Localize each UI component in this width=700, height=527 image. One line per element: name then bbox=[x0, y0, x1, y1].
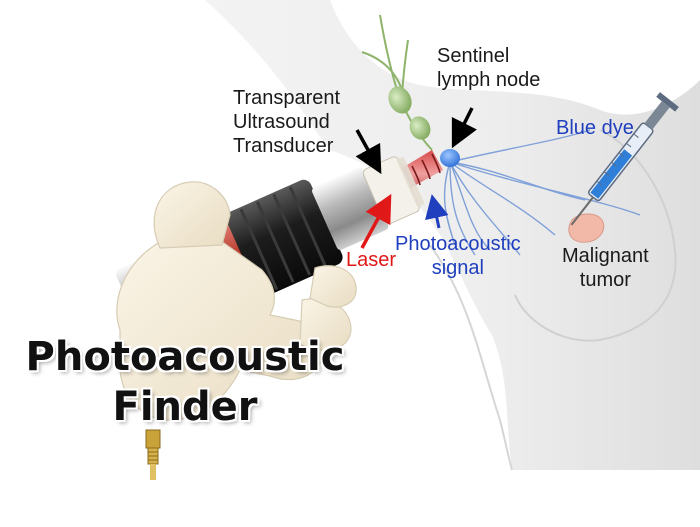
malignant-tumor bbox=[568, 213, 605, 243]
sentinel-arrow bbox=[451, 107, 477, 149]
transducer-label-line2: Ultrasound bbox=[233, 111, 330, 133]
axillary-lymph-chain bbox=[361, 14, 433, 151]
sentinel-label: Sentinel lymph node bbox=[437, 44, 540, 92]
title-line1: Photoacoustic bbox=[25, 334, 345, 380]
tumor-label-line2: tumor bbox=[579, 269, 631, 291]
signal-label-line1: Photoacoustic bbox=[395, 233, 521, 255]
title-line2: Finder bbox=[112, 384, 258, 430]
blue-dye-label: Blue dye bbox=[556, 117, 634, 139]
signal-arrow bbox=[425, 194, 449, 229]
transducer-arrow bbox=[355, 129, 382, 175]
syringe-icon bbox=[570, 92, 679, 226]
cable-connector-icon bbox=[145, 429, 161, 480]
transducer-label-line1: Transparent bbox=[233, 87, 341, 109]
photoacoustic-finder-title: Photoacoustic Finder bbox=[20, 332, 350, 432]
tumor-label-line1: Malignant bbox=[562, 245, 649, 267]
gloved-hand bbox=[116, 181, 357, 421]
laser-arrow bbox=[360, 193, 392, 249]
sentinel-lymph-node bbox=[440, 149, 460, 167]
transducer-label: Transparent Ultrasound Transducer bbox=[233, 86, 340, 158]
transducer-label-line3: Transducer bbox=[233, 135, 334, 157]
sentinel-label-line1: Sentinel bbox=[437, 45, 510, 67]
tumor-label: Malignant tumor bbox=[562, 244, 649, 292]
sentinel-label-line2: lymph node bbox=[437, 69, 541, 91]
signal-label: Photoacoustic signal bbox=[395, 232, 521, 280]
signal-label-line2: signal bbox=[431, 257, 484, 279]
laser-label: Laser bbox=[346, 249, 397, 271]
